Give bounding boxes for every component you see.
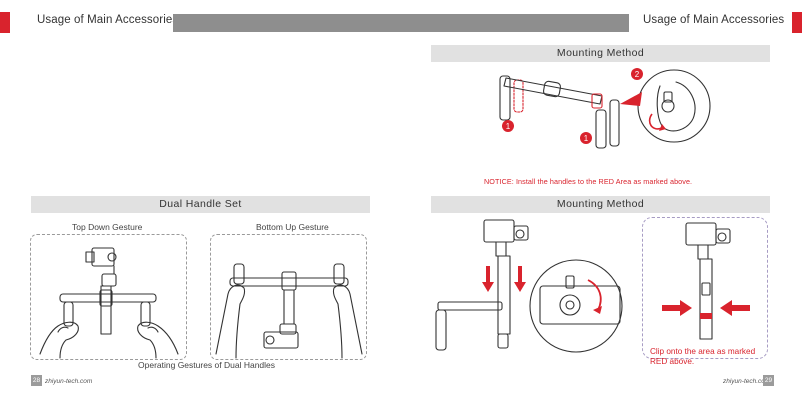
- dual-handle-section-title: Dual Handle Set: [31, 196, 370, 213]
- marker-2: 2: [635, 70, 640, 79]
- top-down-gesture-illustration: [39, 247, 179, 359]
- notice-text: NOTICE: Install the handles to the RED A…: [484, 177, 693, 186]
- clip-note-line-2: RED above.: [650, 357, 695, 366]
- clip-area-frame: [642, 217, 768, 359]
- clip-area-illustration: [662, 222, 750, 340]
- left-footer-url: zhiyun-tech.com: [45, 378, 93, 385]
- top-down-gesture-frame: [30, 234, 187, 360]
- bottom-up-gesture-label: Bottom Up Gesture: [256, 222, 329, 232]
- left-header-title: Usage of Main Accessories: [37, 14, 179, 26]
- mounting-method-title-1: Mounting Method: [431, 45, 770, 62]
- marker-1a: 1: [506, 122, 511, 131]
- top-down-gesture-label: Top Down Gesture: [72, 222, 143, 232]
- bottom-up-gesture-illustration: [215, 263, 363, 359]
- marker-1b: 1: [584, 134, 589, 143]
- right-page-number: 29: [763, 375, 774, 386]
- clip-mounting-illustration: [435, 219, 623, 353]
- dual-handle-gestures-caption: Operating Gestures of Dual Handles: [138, 360, 276, 370]
- right-header-title: Usage of Main Accessories: [643, 14, 785, 26]
- bottom-up-gesture-frame: [210, 234, 367, 360]
- mounting-handles-illustration: 1 2 1: [499, 68, 711, 149]
- right-footer-url: zhiyun-tech.com: [723, 378, 771, 385]
- left-header-marker: [0, 12, 10, 33]
- right-header-marker: [792, 12, 802, 33]
- left-page-number: 28: [31, 375, 42, 386]
- mounting-method-title-2: Mounting Method: [431, 196, 770, 213]
- clip-note-line-1: Clip onto the area as marked: [650, 347, 756, 356]
- header-divider-bar: [173, 14, 629, 32]
